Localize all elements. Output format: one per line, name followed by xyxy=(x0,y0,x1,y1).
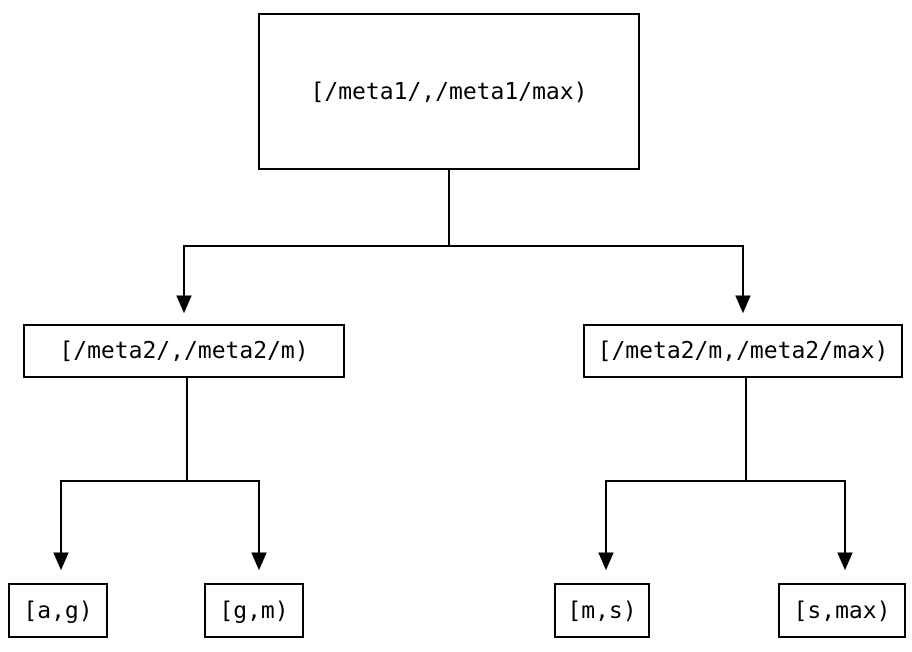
node-root-label: [/meta1/,/meta1/max) xyxy=(310,78,588,105)
node-leaf-gm: [g,m) xyxy=(204,583,304,638)
edge-root-children xyxy=(176,170,751,314)
node-leaf-ag: [a,g) xyxy=(8,583,108,638)
node-meta2-lower: [/meta2/,/meta2/m) xyxy=(23,324,345,378)
arrowhead-leaf2 xyxy=(251,552,267,571)
node-leaf-gm-label: [g,m) xyxy=(219,597,289,624)
node-leaf-smax: [s,max) xyxy=(778,583,906,638)
arrowhead-leaf1 xyxy=(53,552,69,571)
node-leaf-ms: [m,s) xyxy=(554,583,650,638)
node-leaf-ag-label: [a,g) xyxy=(23,597,93,624)
edge-left-children xyxy=(53,378,267,571)
node-meta2-upper-label: [/meta2/m,/meta2/max) xyxy=(597,338,889,364)
node-leaf-ms-label: [m,s) xyxy=(567,597,637,624)
edge-right-children xyxy=(598,378,853,571)
arrowhead-right-branch xyxy=(735,295,751,314)
arrowhead-leaf4 xyxy=(837,552,853,571)
node-root: [/meta1/,/meta1/max) xyxy=(258,13,640,170)
arrowhead-leaf3 xyxy=(598,552,614,571)
node-leaf-smax-label: [s,max) xyxy=(793,597,891,624)
arrowhead-left-branch xyxy=(176,295,192,314)
node-meta2-lower-label: [/meta2/,/meta2/m) xyxy=(59,338,309,364)
node-meta2-upper: [/meta2/m,/meta2/max) xyxy=(583,324,903,378)
